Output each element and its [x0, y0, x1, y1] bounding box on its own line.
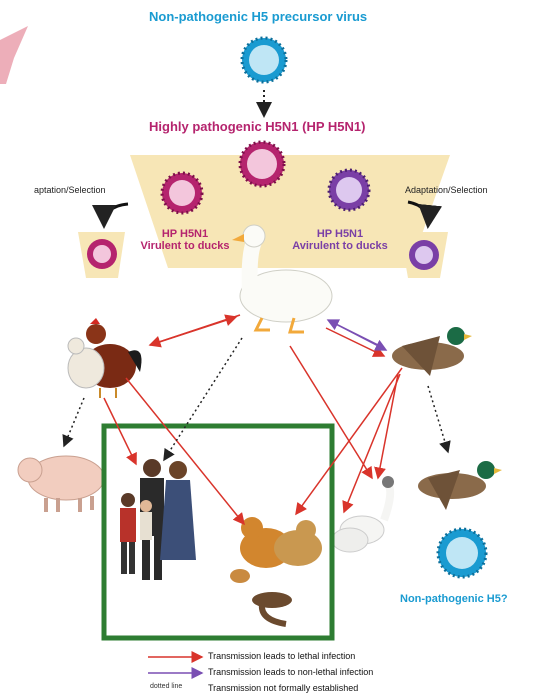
arrow-mallard-to-geese: [378, 374, 398, 478]
virus-purple-small-icon: [409, 240, 439, 270]
human-family-icon: [120, 459, 196, 580]
big-cats-icon: [230, 517, 322, 624]
adapt-left-label: aptation/Selection: [34, 186, 106, 196]
chickens-icon: [68, 318, 142, 398]
dotted-mallard-to-mallard: [428, 386, 448, 452]
avirulent-label: HP H5N1 Avirulent to ducks: [282, 228, 398, 252]
virus-cyan-bottom-icon: [438, 529, 486, 577]
arrow-duck-to-mallard-purple-2: [328, 320, 386, 350]
legend-key-2: dotted line: [150, 683, 182, 690]
arrow-duck-to-mallard-red: [326, 328, 384, 356]
dotted-duck-to-humans: [164, 338, 242, 460]
virus-magenta-left-icon: [162, 173, 202, 213]
adapt-left-arrow: [104, 204, 128, 226]
legend-text-2: Transmission not formally established: [208, 683, 358, 693]
legend-text-0: Transmission leads to lethal infection: [208, 651, 355, 661]
mallard-duck-icon: [392, 327, 472, 376]
virus-purple-right-icon: [329, 170, 369, 210]
legend-text-1: Transmission leads to non-lethal infecti…: [208, 667, 373, 677]
dotted-chickens-to-pig: [64, 398, 84, 446]
virulent-line1: HP H5N1: [130, 228, 240, 240]
virus-magenta-center-icon: [240, 142, 284, 186]
avirulent-line1: HP H5N1: [282, 228, 398, 240]
virulent-label: HP H5N1 Virulent to ducks: [130, 228, 240, 252]
virus-magenta-small-icon: [87, 239, 117, 269]
np-h5-label: Non-pathogenic H5?: [400, 593, 508, 605]
corner-decoration: [0, 26, 28, 84]
avirulent-line2: Avirulent to ducks: [282, 240, 398, 252]
adapt-right-label: Adaptation/Selection: [405, 186, 488, 196]
arrow-chickens-to-duck: [150, 317, 236, 345]
pig-icon: [18, 456, 104, 512]
virulent-line2: Virulent to ducks: [130, 240, 240, 252]
geese-icon: [332, 476, 394, 552]
title-hp: Highly pathogenic H5N1 (HP H5N1): [149, 120, 365, 134]
mallard-duck-bottom-icon: [418, 461, 502, 510]
virus-cyan-top-icon: [242, 38, 286, 82]
title-top: Non-pathogenic H5 precursor virus: [149, 10, 367, 24]
arrow-mallard-to-cats: [296, 368, 402, 514]
arrow-chickens-to-humans: [104, 398, 136, 464]
